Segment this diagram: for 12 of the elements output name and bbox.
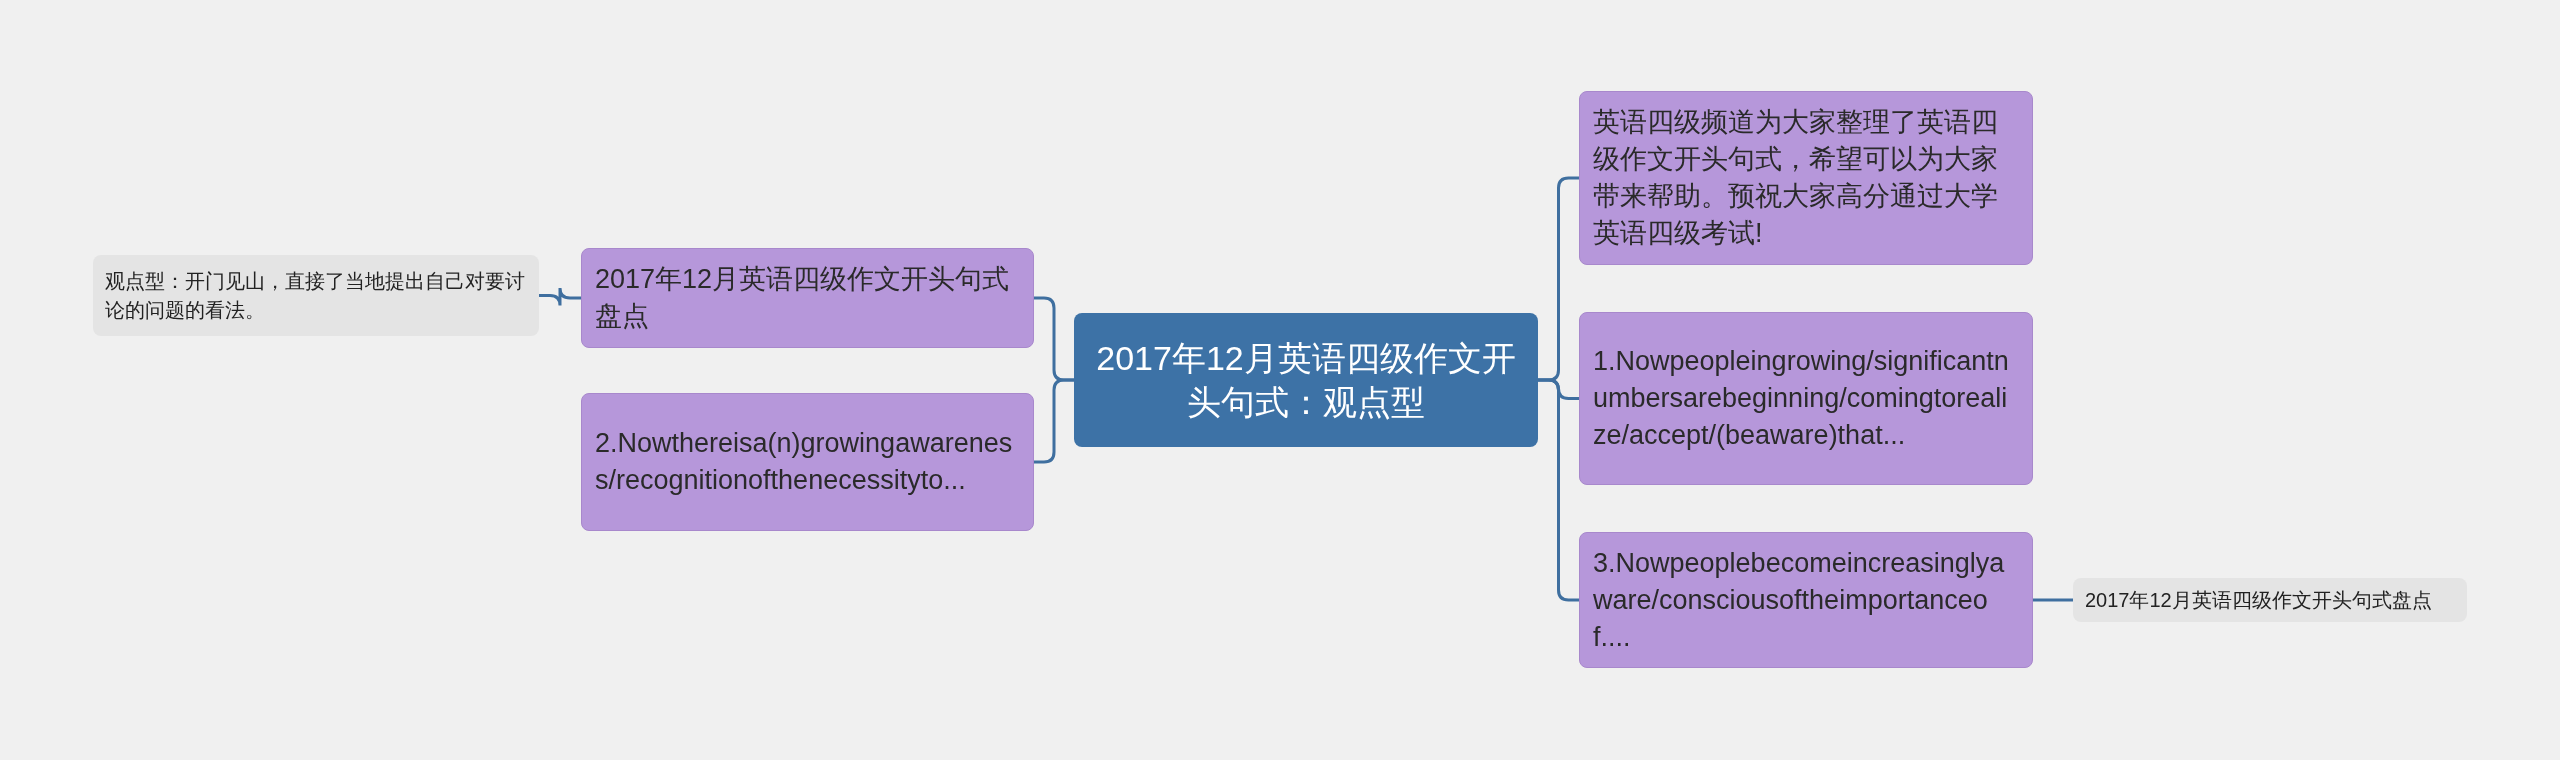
topic-box: 1.Nowpeopleingrowing/significantnumbersarebeginning/comingtorealize/accept/(beaware)that... [1579,312,2033,485]
topic-box: 2.Nowthereisa(n)growingawareness/recognitionofthenecessityto... [581,393,1034,531]
connector-line [1538,378,1579,602]
central-topic-box: 2017年12月英语四级作文开头句式：观点型 [1074,313,1538,447]
note-box: 2017年12月英语四级作文开头句式盘点 [2073,578,2467,622]
topic-box: 英语四级频道为大家整理了英语四级作文开头句式，希望可以为大家带来帮助。预祝大家高分通过大学英语四级考试! [1579,91,2033,265]
topic-box: 3.Nowpeoplebecomeincreasinglyaware/consciousoftheimportanceof.... [1579,532,2033,668]
connector-line [2033,598,2073,602]
connector-line [1034,378,1074,464]
note-box: 观点型：开门见山，直接了当地提出自己对要讨论的问题的看法。 [93,255,539,336]
topic-box: 2017年12月英语四级作文开头句式盘点 [581,248,1034,348]
connector-line [539,286,581,307]
